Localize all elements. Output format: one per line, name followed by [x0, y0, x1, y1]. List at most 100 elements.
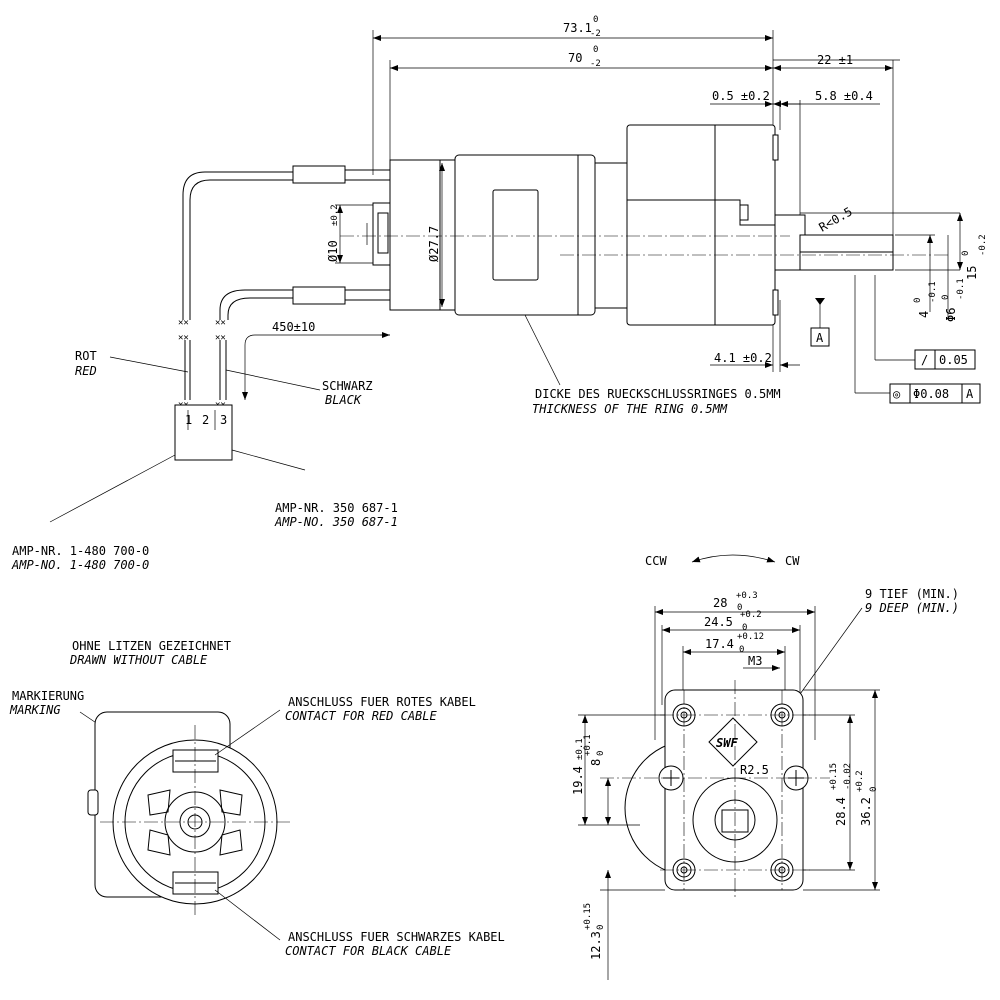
svg-text:-0.1: -0.1 [928, 281, 938, 303]
svg-text:450±10: 450±10 [272, 320, 315, 334]
svg-text:Ø27.7: Ø27.7 [427, 226, 441, 262]
marking-label: MARKIERUNG [12, 689, 84, 703]
svg-text:19.4: 19.4 [571, 766, 585, 795]
svg-text:M3: M3 [748, 654, 762, 668]
svg-text:0: 0 [593, 45, 598, 55]
svg-text:0.05: 0.05 [939, 353, 968, 367]
svg-text:Φ6: Φ6 [944, 308, 958, 322]
boss-diameter-dimension: Ø10 ±0.2 [326, 204, 373, 264]
front-view: CCW CW 9 TIEF (MIN.) 9 DEEP (MIN.) 28 +0… [571, 554, 959, 980]
concentricity-tolerance-frame: ◎ Φ0.08 A [855, 383, 981, 404]
svg-text:5.8 ±0.4: 5.8 ±0.4 [815, 89, 873, 103]
shaft-flat-dimension: 15 0 -0.2 [957, 213, 988, 280]
red-contact-label: ANSCHLUSS FUER ROTES KABEL [288, 695, 476, 709]
svg-text:4.1 ±0.2: 4.1 ±0.2 [714, 351, 772, 365]
shaft-length-dimension: 22 ±1 [773, 53, 893, 71]
svg-text:4: 4 [917, 311, 931, 318]
end-view-title: OHNE LITZEN GEZEICHNET [72, 639, 231, 653]
svg-text:MARKING: MARKING [9, 703, 61, 717]
svg-text:+0.2: +0.2 [855, 770, 865, 792]
svg-text:0: 0 [596, 751, 606, 756]
svg-text:-2: -2 [590, 59, 601, 69]
svg-text:15: 15 [965, 266, 979, 280]
svg-text:RED: RED [75, 364, 97, 378]
svg-text:+0.12: +0.12 [737, 632, 764, 642]
svg-text:AMP-NO. 350 687-1: AMP-NO. 350 687-1 [274, 515, 398, 529]
ccw-label: CCW [645, 554, 667, 568]
svg-text:70: 70 [568, 51, 582, 65]
svg-text:73.1: 73.1 [563, 21, 592, 35]
svg-text:-0.2: -0.2 [978, 234, 988, 256]
svg-text:✕✕: ✕✕ [215, 318, 226, 328]
radius-label: R2.5 [740, 763, 769, 777]
svg-text:0: 0 [596, 925, 606, 930]
svg-text:0: 0 [739, 645, 744, 655]
svg-text:BLACK: BLACK [325, 393, 362, 407]
side-view: 73.1 0 -2 70 0 -2 22 ±1 0.5 ±0.2 5.8 ±0.… [11, 15, 988, 572]
depth-note: 9 TIEF (MIN.) [865, 587, 959, 601]
flat-depth-dimension: 4 0 -0.1 [913, 235, 938, 318]
svg-text:CONTACT FOR BLACK CABLE: CONTACT FOR BLACK CABLE [285, 944, 452, 958]
black-contact-label: ANSCHLUSS FUER SCHWARZES KABEL [288, 930, 505, 944]
svg-text:A: A [816, 331, 824, 345]
svg-text:0: 0 [742, 623, 747, 633]
svg-text:✕✕: ✕✕ [178, 318, 189, 328]
ring-thickness-label: DICKE DES RUECKSCHLUSSRINGES 0.5MM [535, 387, 781, 401]
svg-text:0: 0 [737, 603, 742, 613]
amp-part-number-2: AMP-NR. 1-480 700-0 [12, 544, 149, 558]
cable-length-dimension: 450±10 [242, 320, 390, 400]
black-wire-label: SCHWARZ [322, 379, 373, 393]
red-wire-label: ROT [75, 349, 97, 363]
runout-tolerance-frame: / 0.05 [875, 349, 976, 370]
svg-text:+0.2: +0.2 [740, 610, 762, 620]
svg-text:12.3: 12.3 [589, 931, 603, 960]
svg-text:0.5 ±0.2: 0.5 ±0.2 [712, 89, 770, 103]
amp-part-number-1: AMP-NR. 350 687-1 [275, 501, 398, 515]
housing-diameter-dimension: Ø27.7 [427, 163, 445, 307]
svg-text:28: 28 [713, 596, 727, 610]
end-view: OHNE LITZEN GEZEICHNET DRAWN WITHOUT CAB… [9, 639, 505, 958]
svg-text:28.4: 28.4 [834, 797, 848, 826]
svg-text:24.5: 24.5 [704, 615, 733, 629]
svg-text:+0.15: +0.15 [583, 903, 593, 930]
overall-length-dimension: 73.1 0 -2 [373, 15, 773, 41]
svg-text:CONTACT FOR RED CABLE: CONTACT FOR RED CABLE [285, 709, 437, 723]
svg-text:+0.15: +0.15 [829, 763, 839, 790]
svg-text:/: / [921, 353, 928, 367]
svg-text:8: 8 [589, 759, 603, 766]
svg-text:9 DEEP (MIN.): 9 DEEP (MIN.) [865, 601, 959, 615]
svg-text:-2: -2 [590, 29, 601, 39]
svg-text:22 ±1: 22 ±1 [817, 53, 853, 67]
svg-text:✕✕: ✕✕ [215, 333, 226, 343]
svg-text:+0.1: +0.1 [583, 734, 593, 756]
svg-text:17.4: 17.4 [705, 637, 734, 651]
svg-text:-0.02: -0.02 [843, 763, 853, 790]
svg-text:0: 0 [913, 298, 923, 303]
svg-text:◎: ◎ [893, 387, 900, 401]
svg-text:✕✕: ✕✕ [178, 333, 189, 343]
shaft-diameter-dimension: Φ6 0 -0.1 [941, 235, 966, 322]
svg-text:3: 3 [220, 413, 227, 427]
swf-logo: SWF [708, 717, 758, 767]
svg-text:0: 0 [593, 15, 598, 25]
svg-text:2: 2 [202, 413, 209, 427]
svg-text:+0.3: +0.3 [736, 591, 758, 601]
svg-text:36.2: 36.2 [859, 797, 873, 826]
svg-text:1: 1 [185, 413, 192, 427]
flange-gap-dimension: 0.5 ±0.2 [710, 89, 800, 130]
flange-thickness-dimension: 4.1 ±0.2 [710, 300, 800, 372]
svg-text:Ø10: Ø10 [326, 240, 340, 262]
svg-text:THICKNESS OF THE RING 0.5MM: THICKNESS OF THE RING 0.5MM [532, 402, 728, 416]
svg-text:0: 0 [869, 787, 879, 792]
svg-text:0: 0 [941, 295, 951, 300]
svg-text:R<0.5: R<0.5 [817, 204, 855, 234]
datum-a: A [810, 298, 830, 347]
body-length-dimension: 70 0 -2 [390, 45, 773, 71]
connector: 1 2 3 [174, 404, 233, 461]
svg-text:AMP-NO. 1-480 700-0: AMP-NO. 1-480 700-0 [11, 558, 149, 572]
svg-text:DRAWN WITHOUT CABLE: DRAWN WITHOUT CABLE [69, 653, 208, 667]
svg-text:0: 0 [961, 251, 971, 256]
svg-text:-0.1: -0.1 [956, 278, 966, 300]
svg-text:±0.2: ±0.2 [330, 204, 340, 226]
